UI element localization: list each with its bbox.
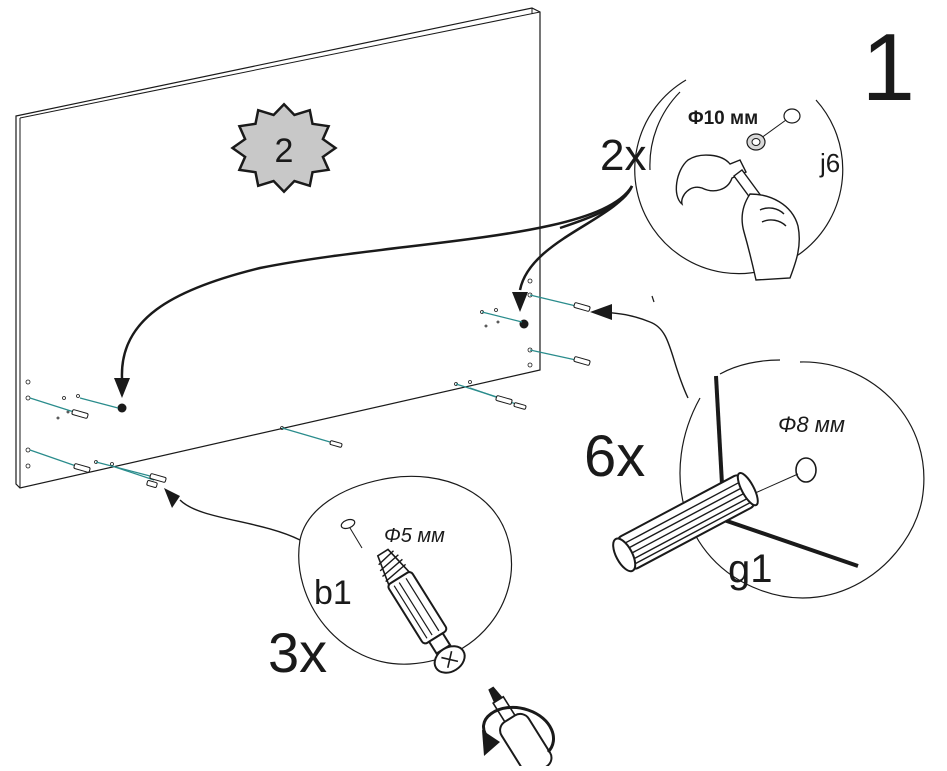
- dowel-arrow-line: [603, 311, 689, 399]
- rotate-icon: [482, 705, 555, 756]
- dowel-arrow-head: [590, 304, 612, 320]
- hammer-icon: [675, 154, 800, 281]
- panel-part-number: 2: [275, 132, 294, 170]
- cam-nut-callout: Φ10 мм 2x j6: [600, 79, 844, 281]
- cam-bolt-target-hole: [340, 518, 356, 530]
- cam-nut-hole-left: [117, 403, 127, 413]
- screwdriver-icon: [488, 686, 553, 771]
- cam-nut-icon: [746, 133, 766, 151]
- dowel-diameter: Φ8 мм: [778, 412, 845, 437]
- bolt-arrow-head: [164, 488, 180, 508]
- dowel-part: g1: [728, 547, 773, 591]
- bolt-arrow-line: [179, 499, 301, 541]
- cam-bolt-part: b1: [314, 574, 352, 612]
- panel-part-badge: 2: [230, 102, 338, 194]
- cam-bolt-qty: 3x: [268, 621, 327, 684]
- dowel-icon: [612, 471, 759, 573]
- cam-bolt-callout: Φ5 мм b1 3x: [268, 475, 555, 771]
- panel-board: [15, 7, 541, 489]
- cam-nut-qty: 2x: [600, 131, 646, 180]
- cam-nut-hole-right: [519, 319, 529, 329]
- dowel-target-hole: [795, 457, 817, 483]
- cam-bolt-diameter: Φ5 мм: [384, 525, 445, 547]
- step-number: 1: [862, 14, 915, 121]
- cam-nut-target-hole: [783, 108, 801, 124]
- cam-bolt-icon: [376, 548, 466, 674]
- panel-dowels: [71, 302, 591, 488]
- cam-nut-part: j6: [819, 148, 840, 178]
- cam-nut-arrows: [120, 185, 634, 379]
- insertion-lines: [29, 294, 577, 481]
- dowel-qty: 6x: [584, 424, 645, 489]
- panel-holes: [25, 278, 533, 469]
- cam-nut-diameter: Φ10 мм: [688, 108, 758, 129]
- arrow-head-right: [512, 292, 528, 312]
- dowel-callout: Φ8 мм 6x g1: [584, 359, 925, 599]
- arrow-head-left: [114, 378, 130, 398]
